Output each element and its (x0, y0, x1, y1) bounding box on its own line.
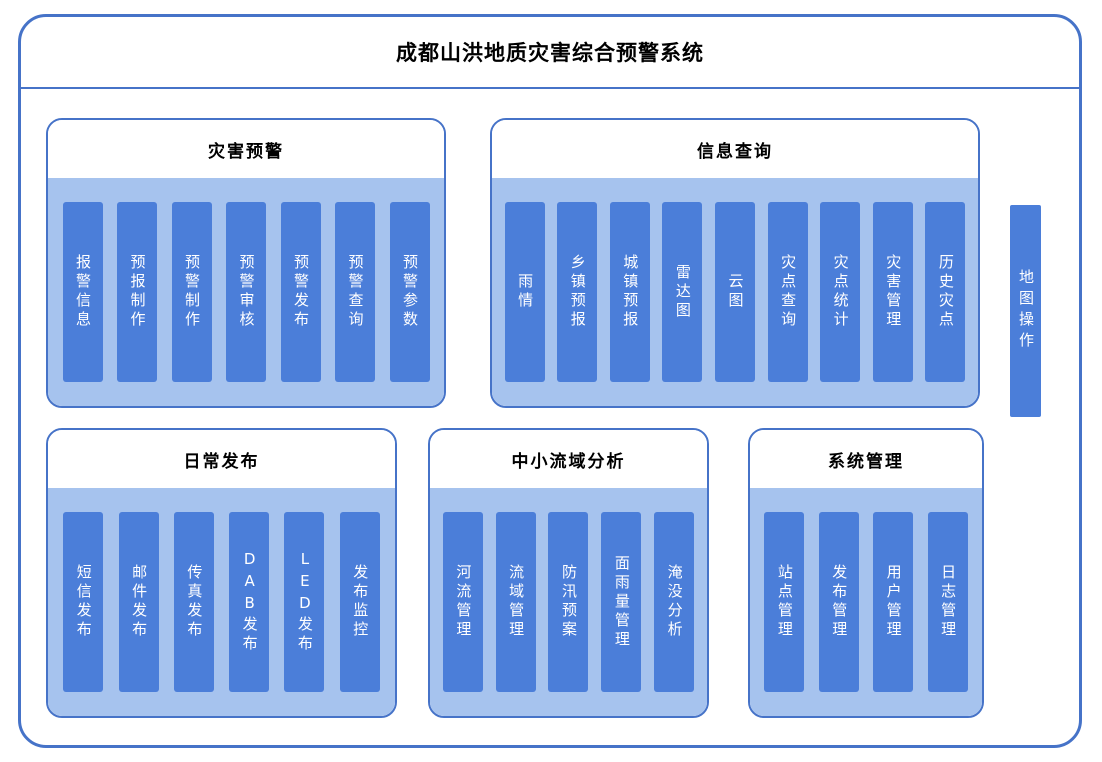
module-item-label: 城镇预报 (621, 254, 640, 330)
module-item[interactable]: 站点管理 (764, 512, 805, 692)
panel-header: 系统管理 (750, 430, 982, 488)
module-item-label: 灾点统计 (831, 254, 850, 330)
module-item-label: 日志管理 (939, 564, 958, 640)
module-item[interactable]: 预报制作 (117, 202, 157, 382)
map-operations-button[interactable]: 地图操作 (1010, 205, 1041, 417)
module-item-label: 雷达图 (673, 263, 692, 321)
module-item[interactable]: 灾害管理 (872, 202, 913, 382)
module-item-label: 预警查询 (346, 254, 365, 330)
module-item-label: 预警制作 (183, 254, 201, 330)
panel-watershed-analysis: 中小流域分析 河流管理 流域管理 防汛预案 面雨量管理 淹没分析 (428, 428, 709, 718)
panel-body: 河流管理 流域管理 防汛预案 面雨量管理 淹没分析 (430, 488, 707, 716)
module-item[interactable]: 预警发布 (280, 202, 321, 382)
panel-daily-publish: 日常发布 短信发布 邮件发布 传真发布 DAB发布 LED发布 发布监控 (46, 428, 397, 718)
module-item[interactable]: 预警审核 (226, 202, 266, 382)
module-item-label: 站点管理 (775, 564, 794, 640)
module-item-label: LED发布 (295, 550, 314, 654)
module-item[interactable]: 发布管理 (818, 512, 859, 692)
module-item[interactable]: 流域管理 (495, 512, 536, 692)
module-item-label: 预警参数 (401, 254, 419, 330)
map-operations-label: 地图操作 (1017, 269, 1035, 353)
module-item[interactable]: DAB发布 (229, 512, 270, 692)
module-item[interactable]: 预警制作 (171, 202, 212, 382)
module-item[interactable]: LED发布 (284, 512, 325, 692)
panel-header: 灾害预警 (48, 120, 444, 178)
module-item[interactable]: 城镇预报 (609, 202, 650, 382)
module-item-label: 灾点查询 (779, 254, 798, 330)
module-item-label: 传真发布 (185, 564, 204, 640)
module-item-label: 防汛预案 (559, 564, 578, 640)
module-item-label: 乡镇预报 (568, 254, 587, 330)
panel-disaster-warning: 灾害预警 报警信息 预报制作 预警制作 预警审核 预警发布 预警查询 预警参数 (46, 118, 446, 408)
panel-body: 站点管理 发布管理 用户管理 日志管理 (750, 488, 982, 716)
module-item[interactable]: 防汛预案 (548, 512, 589, 692)
panel-title: 中小流域分析 (511, 451, 626, 472)
module-item-label: 邮件发布 (130, 564, 149, 640)
module-item-label: 发布监控 (351, 564, 370, 640)
module-item[interactable]: 发布监控 (339, 512, 380, 692)
module-item[interactable]: 雨情 (504, 202, 545, 382)
panel-title: 信息查询 (697, 141, 773, 162)
module-item[interactable]: 历史灾点 (925, 202, 966, 382)
module-item-label: 灾害管理 (884, 254, 903, 330)
module-item[interactable]: 面雨量管理 (601, 512, 642, 692)
module-item-label: 历史灾点 (936, 254, 955, 330)
module-item[interactable]: 传真发布 (173, 512, 214, 692)
title-bar: 成都山洪地质灾害综合预警系统 (21, 17, 1079, 89)
system-frame: 成都山洪地质灾害综合预警系统 灾害预警 报警信息 预报制作 预警制作 预警审核 预警发布… (18, 14, 1082, 748)
module-item[interactable]: 淹没分析 (654, 512, 695, 692)
module-item[interactable]: 预警参数 (389, 202, 430, 382)
module-item-label: 预报制作 (128, 254, 147, 330)
module-item[interactable]: 乡镇预报 (557, 202, 598, 382)
panel-info-query: 信息查询 雨情 乡镇预报 城镇预报 雷达图 云图 灾点查询 灾点统计 灾害管理 历史灾点 (490, 118, 980, 408)
page-title: 成都山洪地质灾害综合预警系统 (396, 41, 704, 65)
module-item-label: 预警发布 (292, 254, 310, 330)
module-item[interactable]: 雷达图 (662, 202, 703, 382)
module-item[interactable]: 河流管理 (442, 512, 483, 692)
module-item-label: 用户管理 (884, 564, 903, 640)
module-item[interactable]: 用户管理 (873, 512, 914, 692)
module-item[interactable]: 云图 (714, 202, 755, 382)
panel-body: 雨情 乡镇预报 城镇预报 雷达图 云图 灾点查询 灾点统计 灾害管理 历史灾点 (492, 178, 978, 406)
module-item-label: 河流管理 (454, 564, 473, 640)
module-item-label: 流域管理 (507, 564, 526, 640)
module-item[interactable]: 报警信息 (62, 202, 103, 382)
module-item[interactable]: 邮件发布 (118, 512, 159, 692)
panel-title: 日常发布 (183, 451, 260, 472)
module-item[interactable]: 灾点统计 (820, 202, 861, 382)
panel-header: 中小流域分析 (430, 430, 707, 488)
panel-title: 系统管理 (828, 451, 904, 472)
module-item[interactable]: 短信发布 (63, 512, 104, 692)
panel-body: 报警信息 预报制作 预警制作 预警审核 预警发布 预警查询 预警参数 (48, 178, 444, 406)
module-item-label: 面雨量管理 (612, 554, 631, 650)
module-item-label: 报警信息 (74, 254, 92, 330)
module-item-label: 发布管理 (830, 564, 849, 640)
module-item-label: 短信发布 (74, 564, 93, 640)
panel-body: 短信发布 邮件发布 传真发布 DAB发布 LED发布 发布监控 (48, 488, 395, 716)
module-item[interactable]: 日志管理 (927, 512, 968, 692)
module-item-label: DAB发布 (240, 550, 259, 654)
panel-header: 日常发布 (48, 430, 395, 488)
panel-title: 灾害预警 (208, 141, 284, 162)
panel-system-management: 系统管理 站点管理 发布管理 用户管理 日志管理 (748, 428, 984, 718)
module-item[interactable]: 预警查询 (335, 202, 375, 382)
panel-header: 信息查询 (492, 120, 978, 178)
module-item-label: 雨情 (516, 273, 535, 311)
module-item[interactable]: 灾点查询 (767, 202, 808, 382)
module-item-label: 云图 (726, 273, 745, 311)
module-item-label: 淹没分析 (665, 564, 684, 640)
module-item-label: 预警审核 (237, 254, 256, 330)
